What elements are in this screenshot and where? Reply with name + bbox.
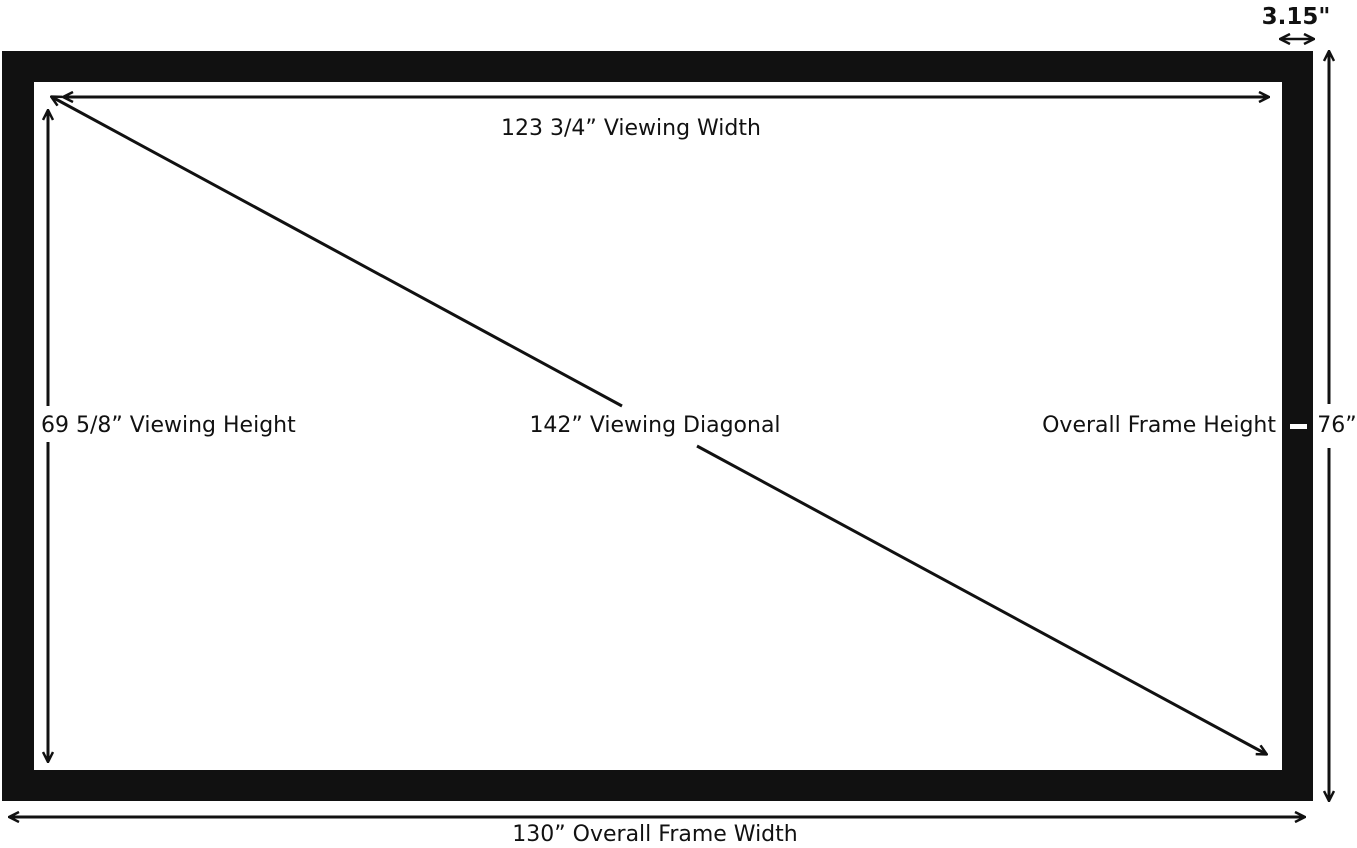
overall-frame-width-label: 130” Overall Frame Width <box>512 822 797 847</box>
viewing-diagonal-arrow-lower <box>696 444 1266 754</box>
viewing-diagonal-arrow-upper <box>52 97 623 408</box>
overall-frame-height-value: 76” <box>1317 413 1356 438</box>
frame-border-width-label: 3.15" <box>1262 4 1331 30</box>
frame-height-marker <box>1290 424 1307 429</box>
viewing-diagonal-label: 142” Viewing Diagonal <box>529 413 780 438</box>
viewing-width-label: 123 3/4” Viewing Width <box>501 116 761 141</box>
overall-frame-height-label: Overall Frame Height <box>1042 413 1276 438</box>
viewing-height-label: 69 5/8” Viewing Height <box>41 413 296 438</box>
screen-surface <box>34 82 1282 770</box>
